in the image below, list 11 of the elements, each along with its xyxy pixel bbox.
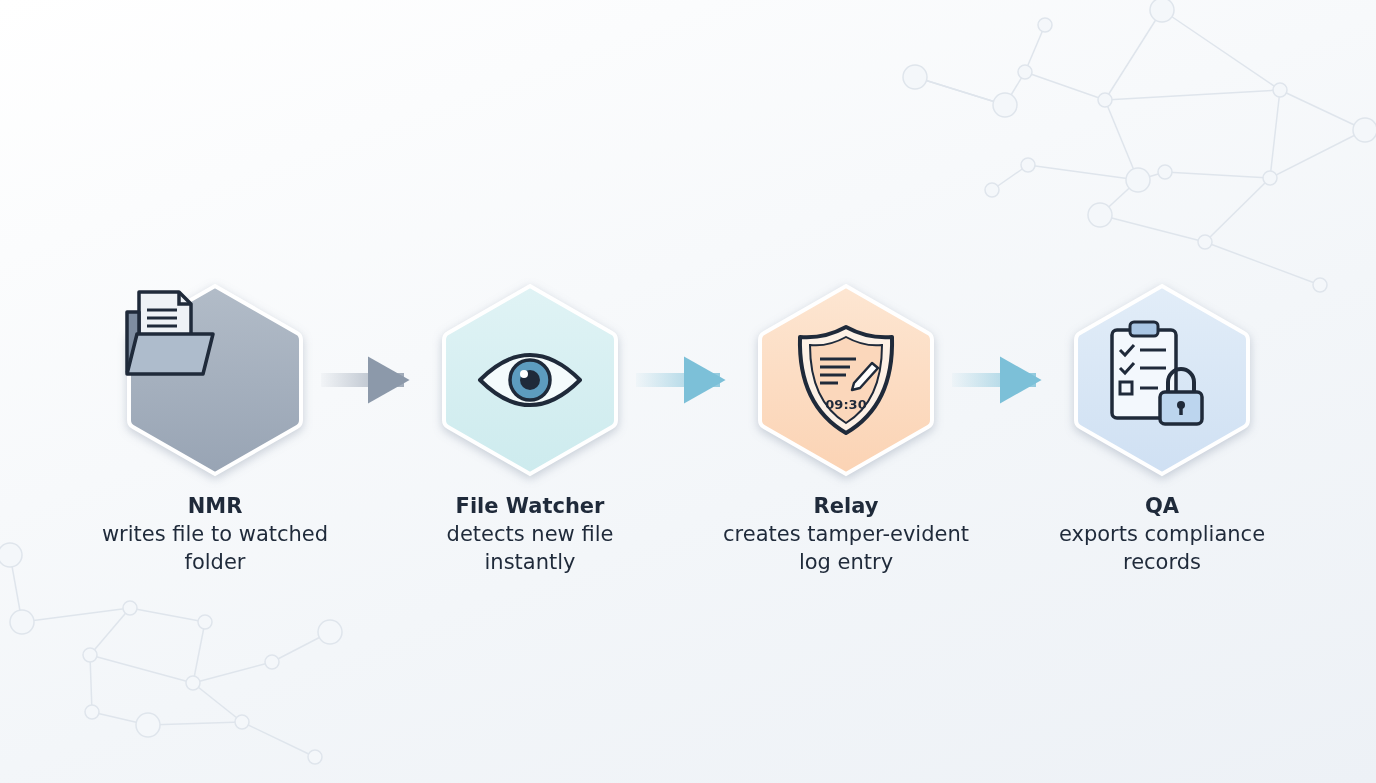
step-title: Relay [812, 493, 880, 520]
step-description: writes file to watched folder [100, 521, 330, 576]
step-title: NMR [186, 493, 244, 520]
arrow [321, 356, 410, 404]
step-description: exports compliance records [1057, 521, 1267, 576]
arrow [636, 356, 726, 404]
step-description: creates tamper-evident log entry [722, 521, 970, 576]
step-title: QA [1143, 493, 1181, 520]
step-title: File Watcher [454, 493, 606, 520]
arrow [952, 356, 1042, 404]
step-description: detects new file instantly [445, 521, 615, 576]
